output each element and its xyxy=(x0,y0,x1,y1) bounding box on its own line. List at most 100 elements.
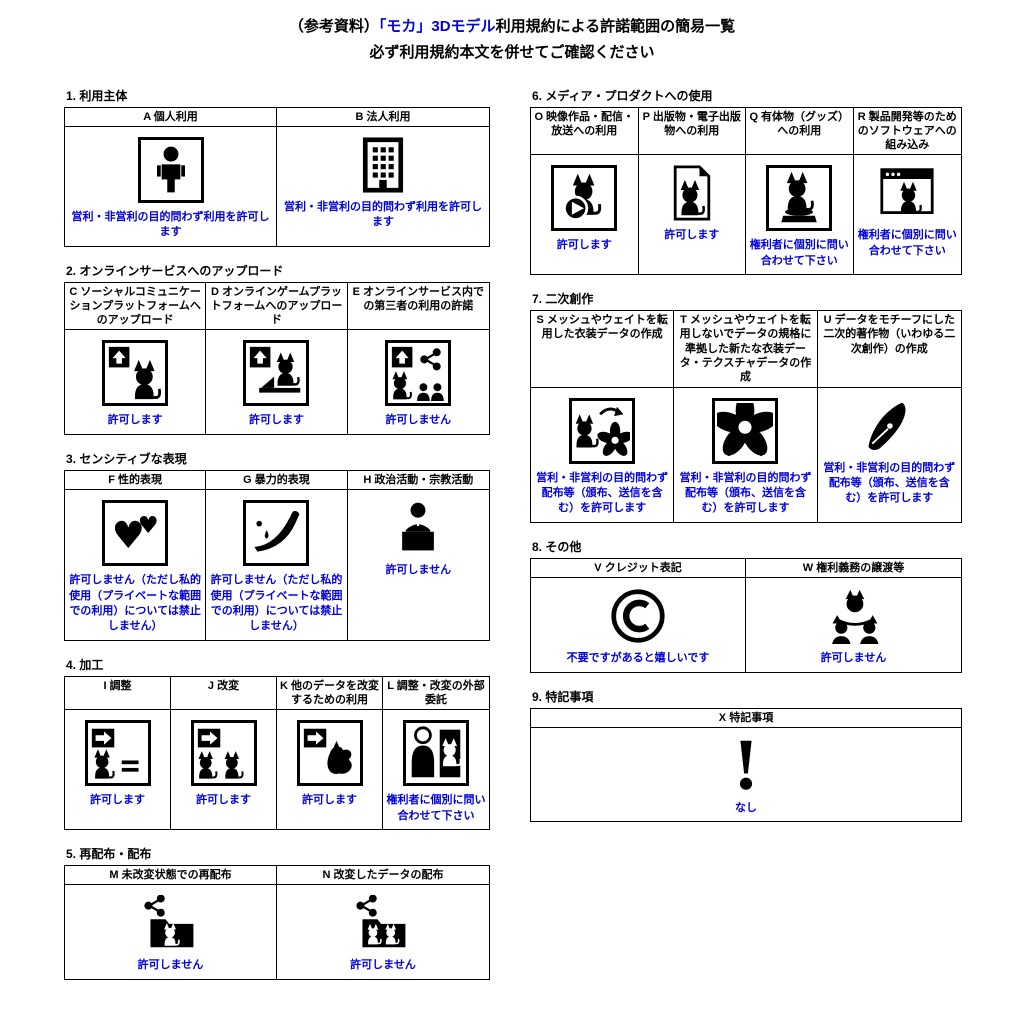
modify-arrow-cats-icon xyxy=(190,720,257,787)
item-label: A 個人利用 xyxy=(65,107,277,127)
section-heading: 5. 再配布・配布 xyxy=(66,847,152,862)
item-label: Q 有体物（グッズ）への利用 xyxy=(746,107,854,156)
outsource-person-cat-icon xyxy=(403,720,469,787)
permission-status: 営利・非営利の目的問わず利用を許可します xyxy=(284,200,482,229)
item-label: E オンラインサービス内での第三者の利用の許諾 xyxy=(347,283,489,331)
item-cell: 権利者に個別に問い合わせて下さい xyxy=(746,155,854,275)
share-folder-cat-icon xyxy=(143,894,199,951)
item-cell: 許可しません xyxy=(348,330,489,433)
title-suffix: 利用規約による許諾範囲の簡易一覧 xyxy=(495,18,736,35)
permission-status: 許可します xyxy=(556,239,612,252)
item-cell: 許可します xyxy=(206,330,348,434)
permission-status: 権利者に個別に問い合わせて下さい xyxy=(857,229,957,257)
item-cell: 営利・非営利の目的問わず利用を許可します xyxy=(277,127,489,246)
item-cell: 権利者に個別に問い合わせて下さい xyxy=(854,155,962,274)
cat-pedestal-icon xyxy=(766,165,833,232)
permission-status: 許可します xyxy=(248,414,304,427)
item-cell: 許可しません（ただし私的使用（プライベートな範囲での利用）については禁止しません… xyxy=(206,490,348,640)
item-label: J 改変 xyxy=(171,676,277,711)
item-label: N 改変したデータの配布 xyxy=(277,866,489,886)
item-cell: 営利・非営利の目的問わず利用を許可します xyxy=(65,126,277,246)
item-label: V クレジット表記 xyxy=(531,558,746,579)
page-subtitle: 必ず利用規約本文を併せてご確認ください xyxy=(369,44,655,62)
permission-status: 許可します xyxy=(90,794,145,807)
svg-text:♥: ♥ xyxy=(138,511,159,539)
modify-other-data-icon xyxy=(296,720,363,787)
item-label: G 暴力的表現 xyxy=(206,470,348,491)
item-label: P 出版物・電子出版物への利用 xyxy=(638,107,746,156)
title-prefix: （参考資料） xyxy=(288,18,379,35)
flower-costume-icon xyxy=(712,393,779,464)
permission-status: 権利者に個別に問い合わせて下さい xyxy=(386,794,486,822)
section-heading: 4. 加工 xyxy=(66,657,104,672)
item-cell: 許可します xyxy=(65,710,171,830)
permission-status: 許可します xyxy=(664,229,720,242)
item-label: M 未改変状態での再配布 xyxy=(65,866,277,886)
knife-icon xyxy=(243,500,310,567)
item-label: L 調整・改変の外部委託 xyxy=(383,677,489,711)
item-label: W 権利義務の譲渡等 xyxy=(746,559,961,579)
section-heading: 2. オンラインサービスへのアップロード xyxy=(66,263,284,278)
svg-text:♥: ♥ xyxy=(112,513,145,557)
section-heading: 7. 二次創作 xyxy=(532,292,594,307)
permission-status: 権利者に個別に問い合わせて下さい xyxy=(749,239,849,267)
section-heading: 3. センシティブな表現 xyxy=(66,451,187,466)
permission-status: なし xyxy=(735,801,757,814)
permission-status: 営利・非営利の目的問わず配布等（頒布、送信を含む）を許可します xyxy=(823,461,956,505)
permission-status: 許可しません xyxy=(385,564,452,577)
upload-cat-desk-icon xyxy=(243,340,310,407)
section-heading: 8. その他 xyxy=(532,539,582,554)
item-label: S メッシュやウェイトを転用した衣装データの作成 xyxy=(531,311,675,388)
cat-flower-derivative-icon xyxy=(569,397,636,464)
item-cell: 不要ですがあると嬉しいです xyxy=(531,578,746,672)
item-cell: 営利・非営利の目的問わず配布等（頒布、送信を含む）を許可します xyxy=(674,387,818,522)
permission-status: 許可しません（ただし私的使用（プライベートな範囲での利用）については禁止しません… xyxy=(69,574,202,633)
item-label: B 法人利用 xyxy=(277,108,489,127)
upload-share-people-icon xyxy=(385,340,452,407)
copyright-icon xyxy=(610,588,666,644)
page-title: （参考資料）「モカ」3Dモデル利用規約による許諾範囲の簡易一覧 必ず利用規約本文… xyxy=(0,0,1024,67)
item-label: F 性的表現 xyxy=(65,470,207,491)
cat-people-transfer-icon xyxy=(826,588,882,650)
person-icon xyxy=(137,136,204,203)
permission-status: 営利・非営利の目的問わず配布等（頒布、送信を含む）を許可します xyxy=(679,471,812,515)
permission-status: 営利・非営利の目的問わず配布等（頒布、送信を含む）を許可します xyxy=(536,471,669,515)
item-label: U データをモチーフにした二次的著作物（いわゆる二次創作）の作成 xyxy=(817,311,961,388)
upload-cat-icon xyxy=(102,340,169,407)
item-label: K 他のデータを改変するための利用 xyxy=(277,676,383,711)
item-cell: 許可しません xyxy=(746,578,961,671)
item-cell: 許可します xyxy=(531,155,639,275)
permission-status: 許可します xyxy=(196,794,251,807)
item-label: O 映像作品・配信・放送への利用 xyxy=(531,107,639,156)
permission-status: 許可しません xyxy=(820,652,887,665)
permission-status: 営利・非営利の目的問わず利用を許可します xyxy=(71,210,270,239)
hearts-icon: ♥♥ xyxy=(102,500,169,567)
permission-status: 許可しません（ただし私的使用（プライベートな範囲での利用）については禁止しません… xyxy=(210,574,343,633)
item-cell: 許可します xyxy=(65,330,207,434)
permission-table: X 特記事項なし xyxy=(530,707,962,823)
adjust-arrow-cat-icon xyxy=(84,720,151,787)
item-cell: 権利者に個別に問い合わせて下さい xyxy=(383,710,489,829)
permission-status: 許可します xyxy=(107,414,163,427)
item-cell: 許可しません xyxy=(348,490,489,640)
item-cell: 許可します xyxy=(277,710,383,830)
item-cell: ♥♥ 許可しません（ただし私的使用（プライベートな範囲での利用）については禁止しま… xyxy=(65,490,207,640)
exclamation-icon xyxy=(718,738,774,794)
